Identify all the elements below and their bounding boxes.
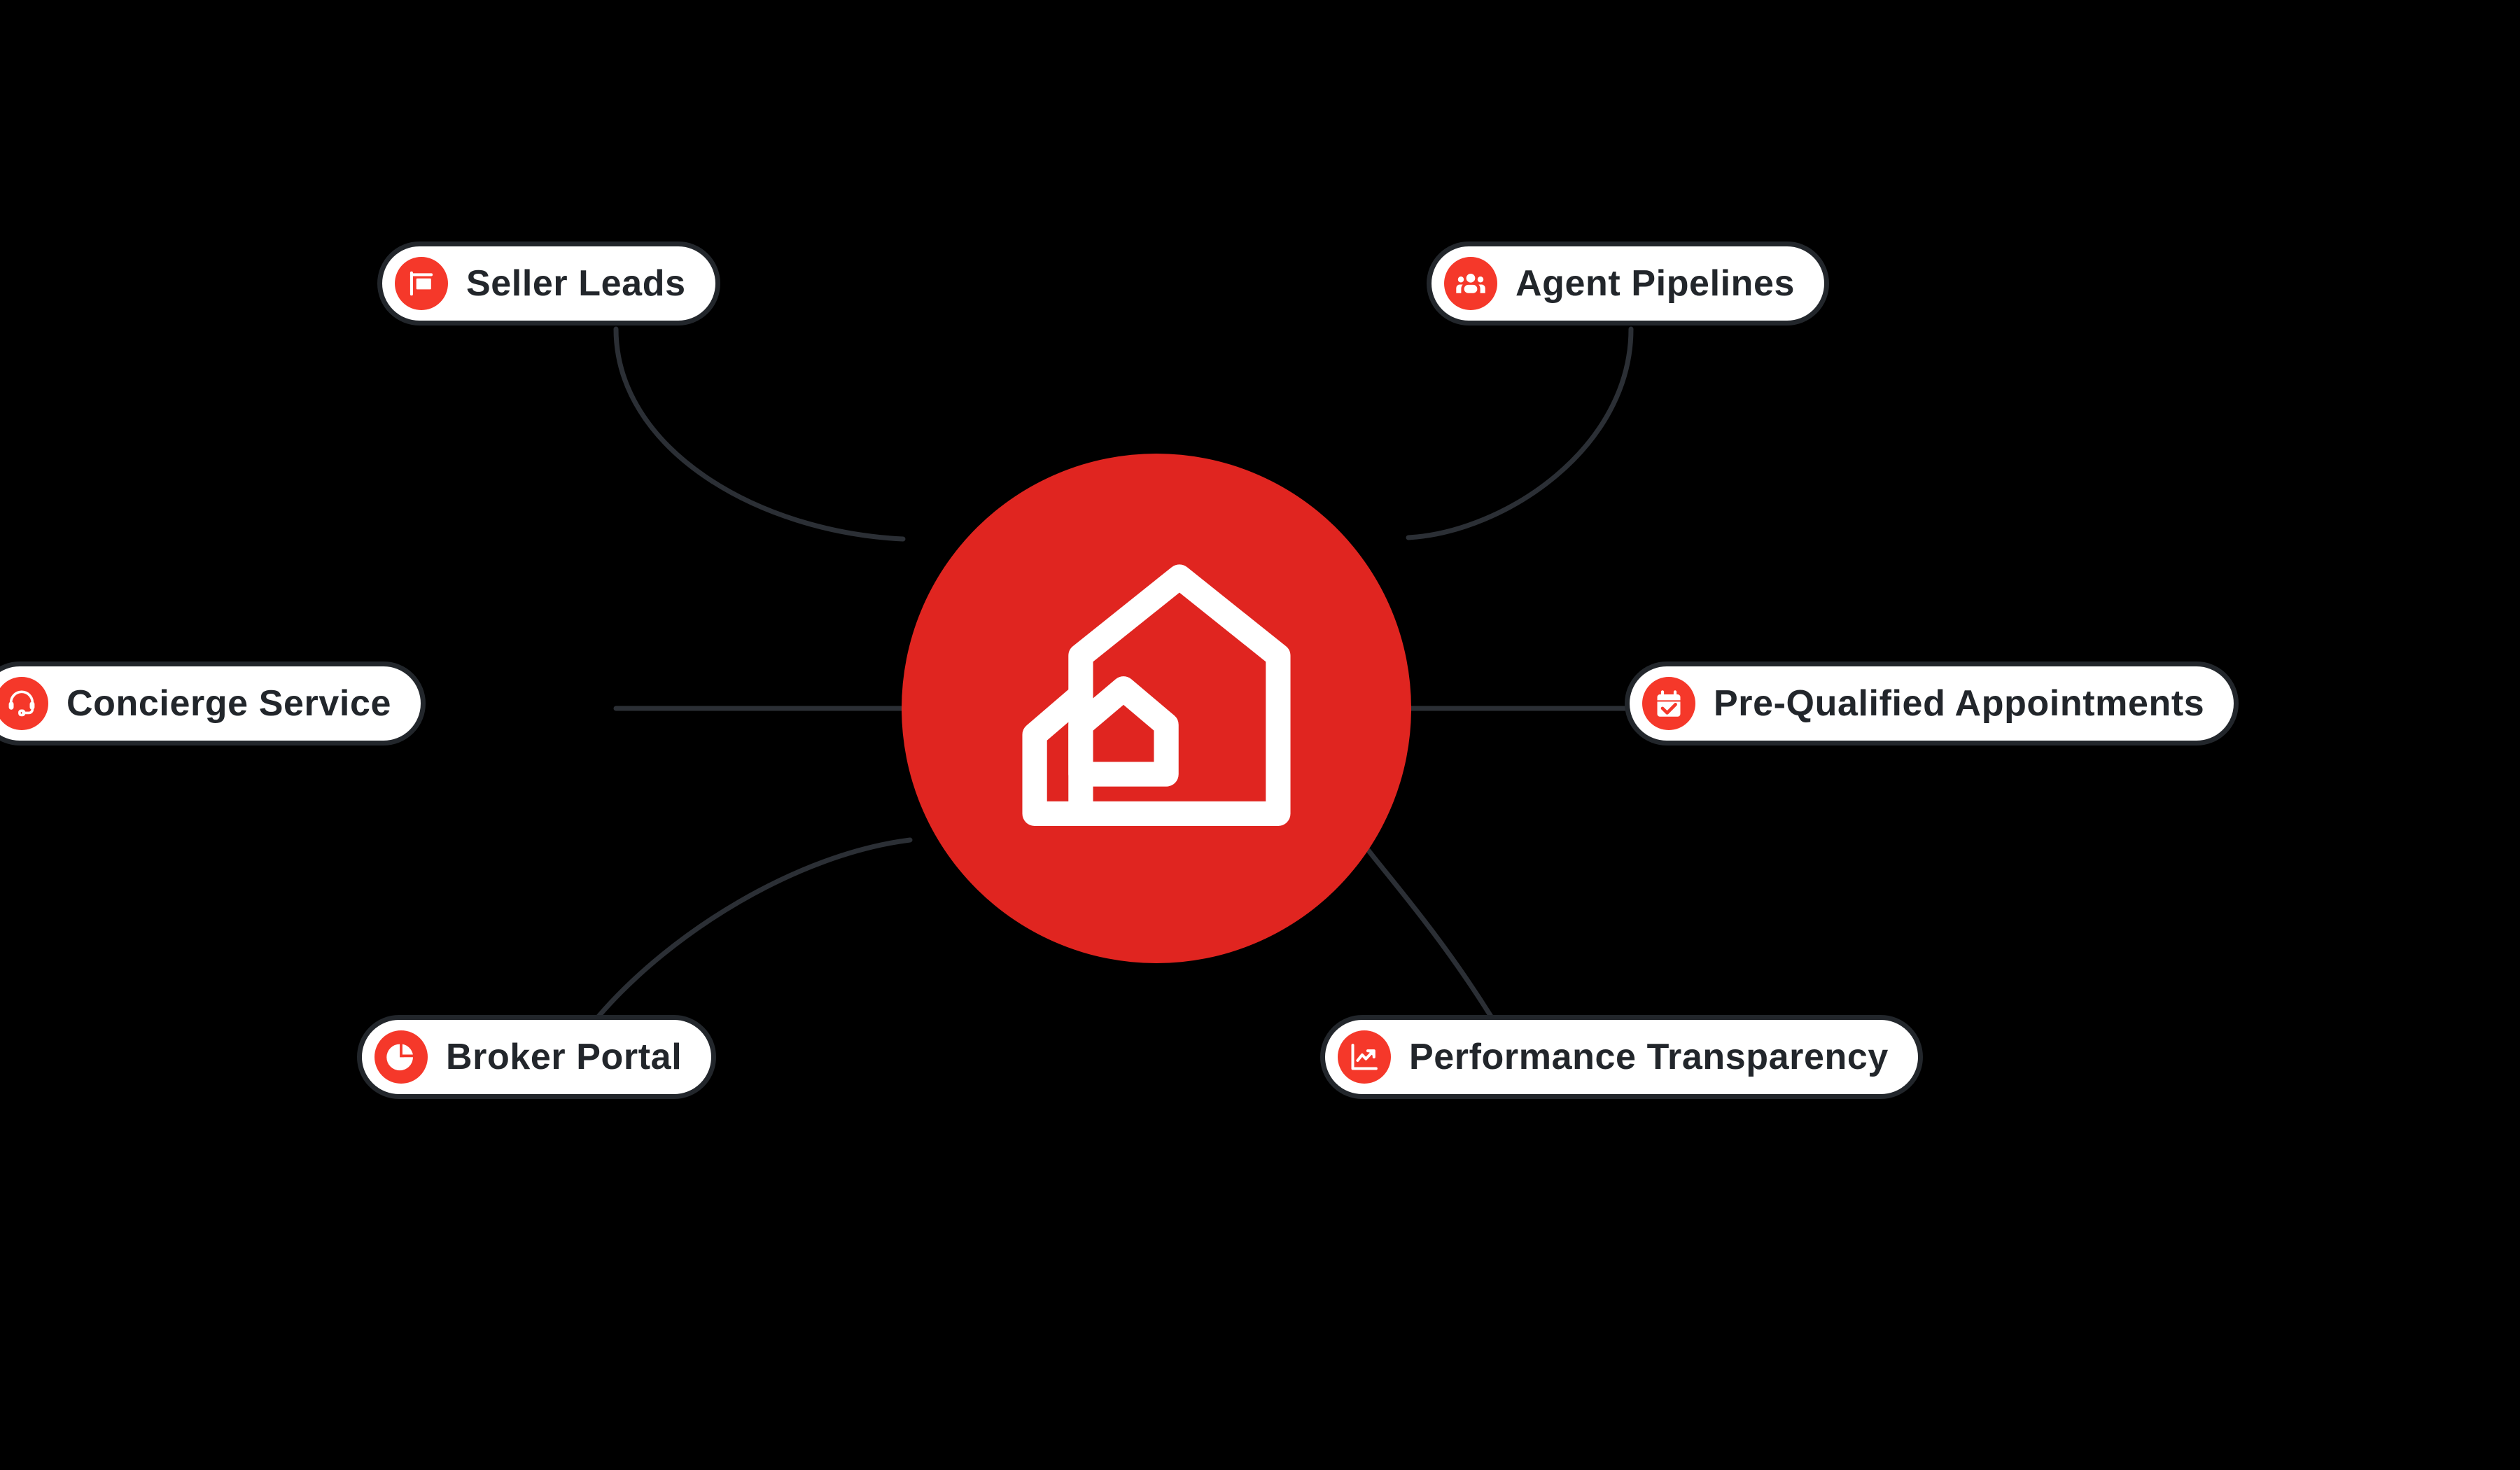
node-label: Pre-Qualified Appointments [1714,683,2205,724]
headset-icon [0,677,48,730]
calendar-check-icon [1642,677,1695,730]
hub-node[interactable] [902,454,1411,963]
connector-broker-portal [596,837,913,1019]
node-seller-leads[interactable]: Seller Leads [377,241,720,326]
people-group-icon [1444,257,1497,310]
node-broker-portal[interactable]: Broker Portal [357,1015,717,1099]
node-label: Performance Transparency [1409,1037,1889,1077]
connector-performance [1366,848,1494,1019]
line-chart-up-icon [1338,1030,1391,1084]
node-pre-qualified-appointments[interactable]: Pre-Qualified Appointments [1625,662,2239,746]
node-concierge-service[interactable]: Concierge Service [0,662,426,746]
connector-agent-pipelines [1406,326,1634,540]
node-agent-pipelines[interactable]: Agent Pipelines [1427,241,1830,326]
for-sale-sign-icon [395,257,448,310]
node-label: Broker Portal [446,1037,682,1077]
house-nested-icon [1022,564,1291,827]
node-performance-transparency[interactable]: Performance Transparency [1320,1015,1923,1099]
node-label: Seller Leads [466,263,686,304]
node-label: Concierge Service [66,683,391,724]
pie-chart-icon [374,1030,428,1084]
connector-seller-leads [613,326,906,542]
node-label: Agent Pipelines [1516,263,1795,304]
